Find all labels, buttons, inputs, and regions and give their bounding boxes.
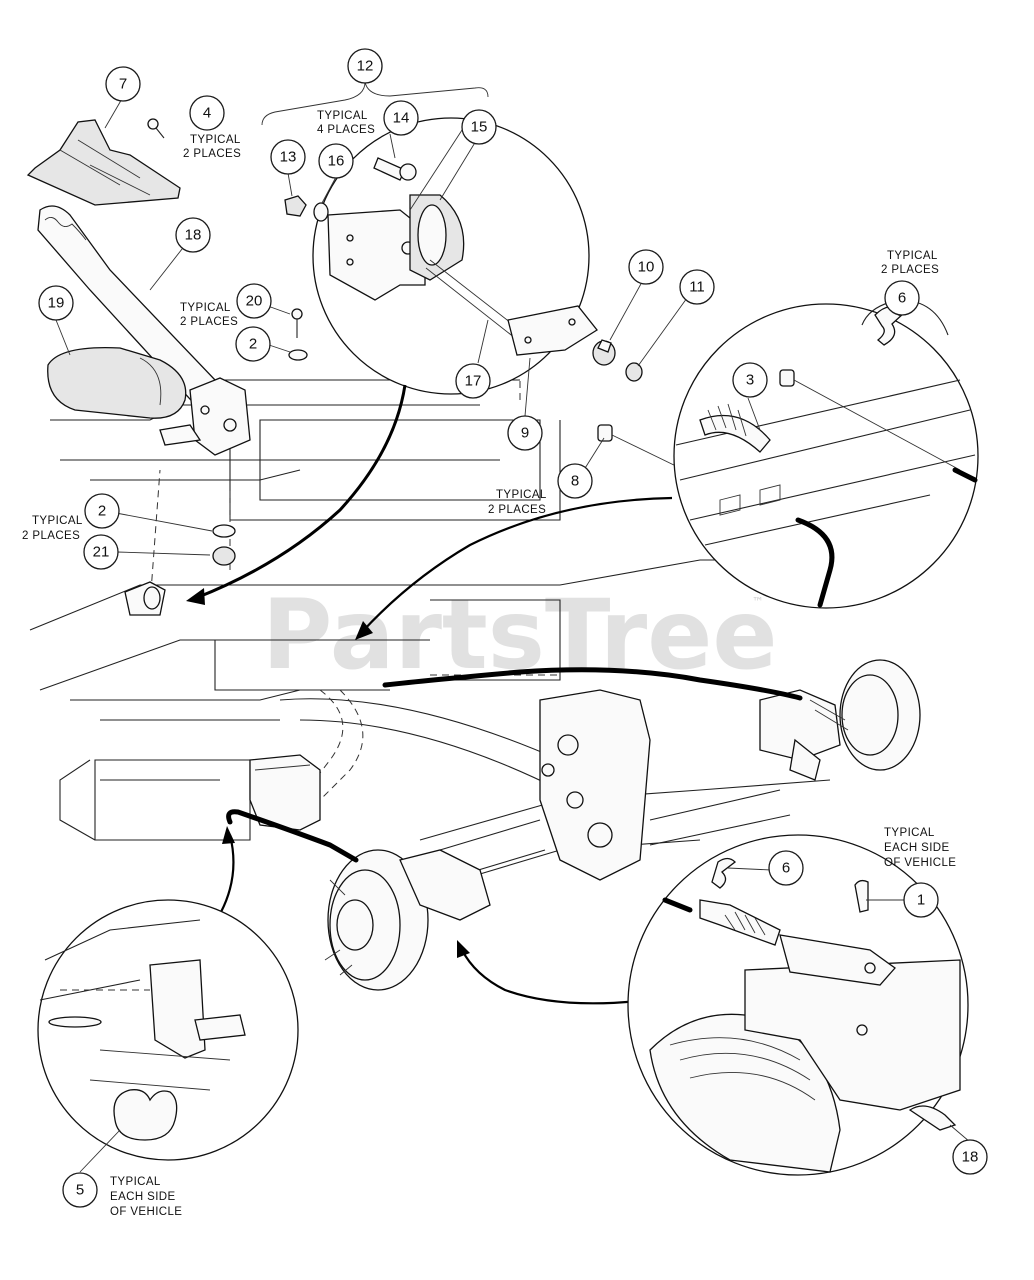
callout-8: 8 (557, 463, 593, 499)
frame-bushing (124, 524, 236, 616)
note-5-typical: TYPICAL EACH SIDE OF VEHICLE (110, 1176, 182, 1218)
svg-text:8: 8 (571, 473, 579, 490)
callout-3: 3 (732, 362, 768, 398)
lever-pivot (159, 377, 251, 456)
svg-text:19: 19 (48, 295, 65, 312)
svg-text:2 PLACES: 2 PLACES (881, 264, 939, 276)
svg-text:4: 4 (203, 105, 211, 122)
svg-text:2: 2 (249, 336, 257, 353)
svg-text:17: 17 (465, 373, 482, 390)
callout-20: 20 (236, 283, 272, 319)
callout-13: 13 (270, 139, 306, 175)
svg-text:14: 14 (393, 110, 410, 127)
callout-18: 18 (952, 1139, 988, 1175)
rear-axle (324, 659, 921, 991)
callout-17: 17 (455, 363, 491, 399)
svg-text:TYPICAL: TYPICAL (884, 827, 935, 839)
callout-16: 16 (318, 143, 354, 179)
svg-text:TYPICAL: TYPICAL (180, 302, 231, 314)
note-6-typical: TYPICAL 2 PLACES (881, 250, 939, 276)
svg-text:18: 18 (962, 1149, 979, 1166)
svg-text:1: 1 (917, 892, 925, 909)
callout-14: 14 (383, 100, 419, 136)
note-2-typical: TYPICAL 2 PLACES (22, 515, 83, 542)
svg-text:7: 7 (119, 76, 127, 93)
note-1-typical: TYPICAL EACH SIDE OF VEHICLE (884, 827, 956, 869)
svg-text:EACH SIDE: EACH SIDE (884, 842, 950, 854)
reference-arrows (186, 384, 673, 1005)
bolt-and-washer (288, 308, 308, 361)
svg-text:TYPICAL: TYPICAL (110, 1176, 161, 1188)
svg-text:6: 6 (782, 860, 790, 877)
svg-text:EACH SIDE: EACH SIDE (110, 1191, 176, 1203)
svg-text:18: 18 (185, 227, 202, 244)
svg-text:9: 9 (521, 425, 529, 442)
boot-plate (26, 119, 181, 206)
screw (147, 118, 165, 139)
svg-text:TYPICAL: TYPICAL (887, 250, 938, 262)
callout-19: 19 (38, 285, 74, 321)
callout-2: 2 (84, 493, 120, 529)
svg-text:2 PLACES: 2 PLACES (22, 530, 80, 542)
note-12-typical: TYPICAL 4 PLACES (317, 110, 375, 136)
callout-6: 6 (768, 850, 804, 886)
note-8-typical: TYPICAL 2 PLACES (488, 489, 547, 516)
callout-2: 2 (235, 326, 271, 362)
cable-end-parts (592, 339, 681, 469)
svg-text:TYPICAL: TYPICAL (496, 489, 547, 501)
leader-lines (55, 81, 971, 1173)
watermark-trademark: ™ (752, 595, 764, 609)
svg-text:6: 6 (898, 290, 906, 307)
callout-12: 12 (347, 48, 383, 84)
svg-text:OF VEHICLE: OF VEHICLE (884, 857, 956, 869)
svg-text:TYPICAL: TYPICAL (32, 515, 83, 527)
detail-brake-arm (627, 834, 969, 1176)
callout-9: 9 (507, 415, 543, 451)
callout-5: 5 (62, 1172, 98, 1208)
callout-15: 15 (461, 109, 497, 145)
callout-21: 21 (83, 534, 119, 570)
svg-text:3: 3 (746, 372, 754, 389)
bracket-hardware (284, 157, 417, 222)
svg-text:21: 21 (93, 544, 110, 561)
callout-18: 18 (175, 217, 211, 253)
callout-11: 11 (679, 269, 715, 305)
svg-text:TYPICAL: TYPICAL (317, 110, 368, 122)
cable-guide-bracket (249, 754, 321, 831)
svg-text:2: 2 (98, 503, 106, 520)
callout-10: 10 (628, 249, 664, 285)
svg-text:2 PLACES: 2 PLACES (183, 148, 241, 160)
svg-text:5: 5 (76, 1182, 84, 1199)
svg-text:10: 10 (638, 259, 655, 276)
note-4-typical: TYPICAL 2 PLACES (183, 134, 241, 160)
detail-cable-clip (673, 303, 979, 609)
callout-4: 4 (189, 95, 225, 131)
svg-text:20: 20 (246, 293, 263, 310)
callout-7: 7 (105, 66, 141, 102)
note-20-typical: TYPICAL 2 PLACES (180, 302, 238, 328)
svg-text:11: 11 (689, 279, 705, 296)
detail-brake-clip (37, 899, 299, 1161)
svg-text:12: 12 (357, 58, 374, 75)
svg-text:2 PLACES: 2 PLACES (180, 316, 238, 328)
callout-1: 1 (903, 882, 939, 918)
svg-text:16: 16 (328, 153, 345, 170)
svg-text:TYPICAL: TYPICAL (190, 134, 241, 146)
svg-text:OF VEHICLE: OF VEHICLE (110, 1206, 182, 1218)
callout-6: 6 (884, 280, 920, 316)
detail-bracket (312, 117, 598, 395)
svg-text:13: 13 (280, 149, 297, 166)
brake-cables (226, 667, 803, 863)
svg-text:15: 15 (471, 119, 488, 136)
lever-grip (47, 346, 187, 419)
svg-text:4 PLACES: 4 PLACES (317, 124, 375, 136)
svg-text:2 PLACES: 2 PLACES (488, 504, 546, 516)
